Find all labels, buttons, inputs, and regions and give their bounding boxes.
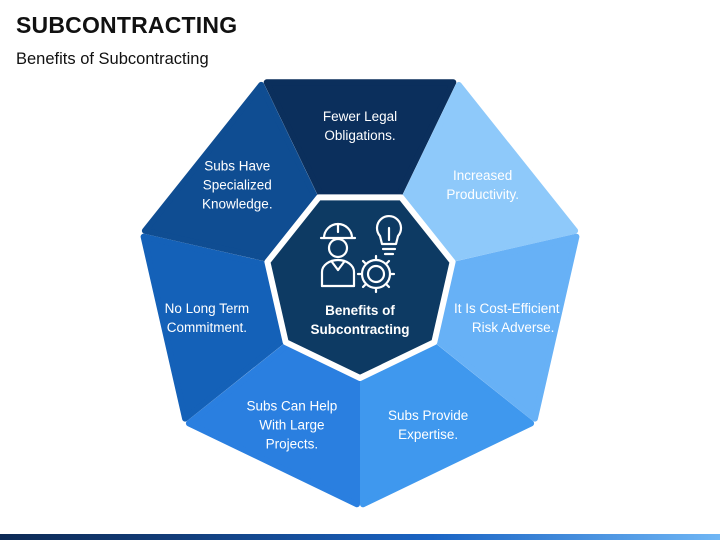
center-icons bbox=[319, 214, 403, 294]
page-title: SUBCONTRACTING bbox=[16, 12, 238, 38]
worker-helmet-icon bbox=[319, 222, 357, 288]
segment-label-fewer-legal-obligations: Fewer Legal Obligations. bbox=[322, 109, 398, 143]
gear-icon bbox=[356, 254, 396, 294]
segment-label-specialized-knowledge: Subs Have Specialized Knowledge. bbox=[202, 158, 273, 212]
segment-label-cost-efficient: It Is Cost-Efficient & Risk Adverse. bbox=[453, 300, 573, 335]
center-heptagon bbox=[264, 194, 456, 381]
page-subtitle: Benefits of Subcontracting bbox=[16, 50, 209, 68]
lightbulb-icon bbox=[375, 214, 403, 256]
bottom-accent-bar bbox=[0, 534, 720, 540]
segment-label-no-long-term-commitment: No Long Term Commitment. bbox=[164, 300, 250, 335]
segment-label-subs-provide-expertise: Subs Provide Expertise. bbox=[387, 407, 469, 442]
segment-label-increased-productivity: Increased Productivity. bbox=[446, 168, 519, 203]
center-label: Benefits of Subcontracting bbox=[310, 303, 410, 337]
segment-label-large-projects: Subs Can Help With Large Projects. bbox=[246, 398, 338, 451]
